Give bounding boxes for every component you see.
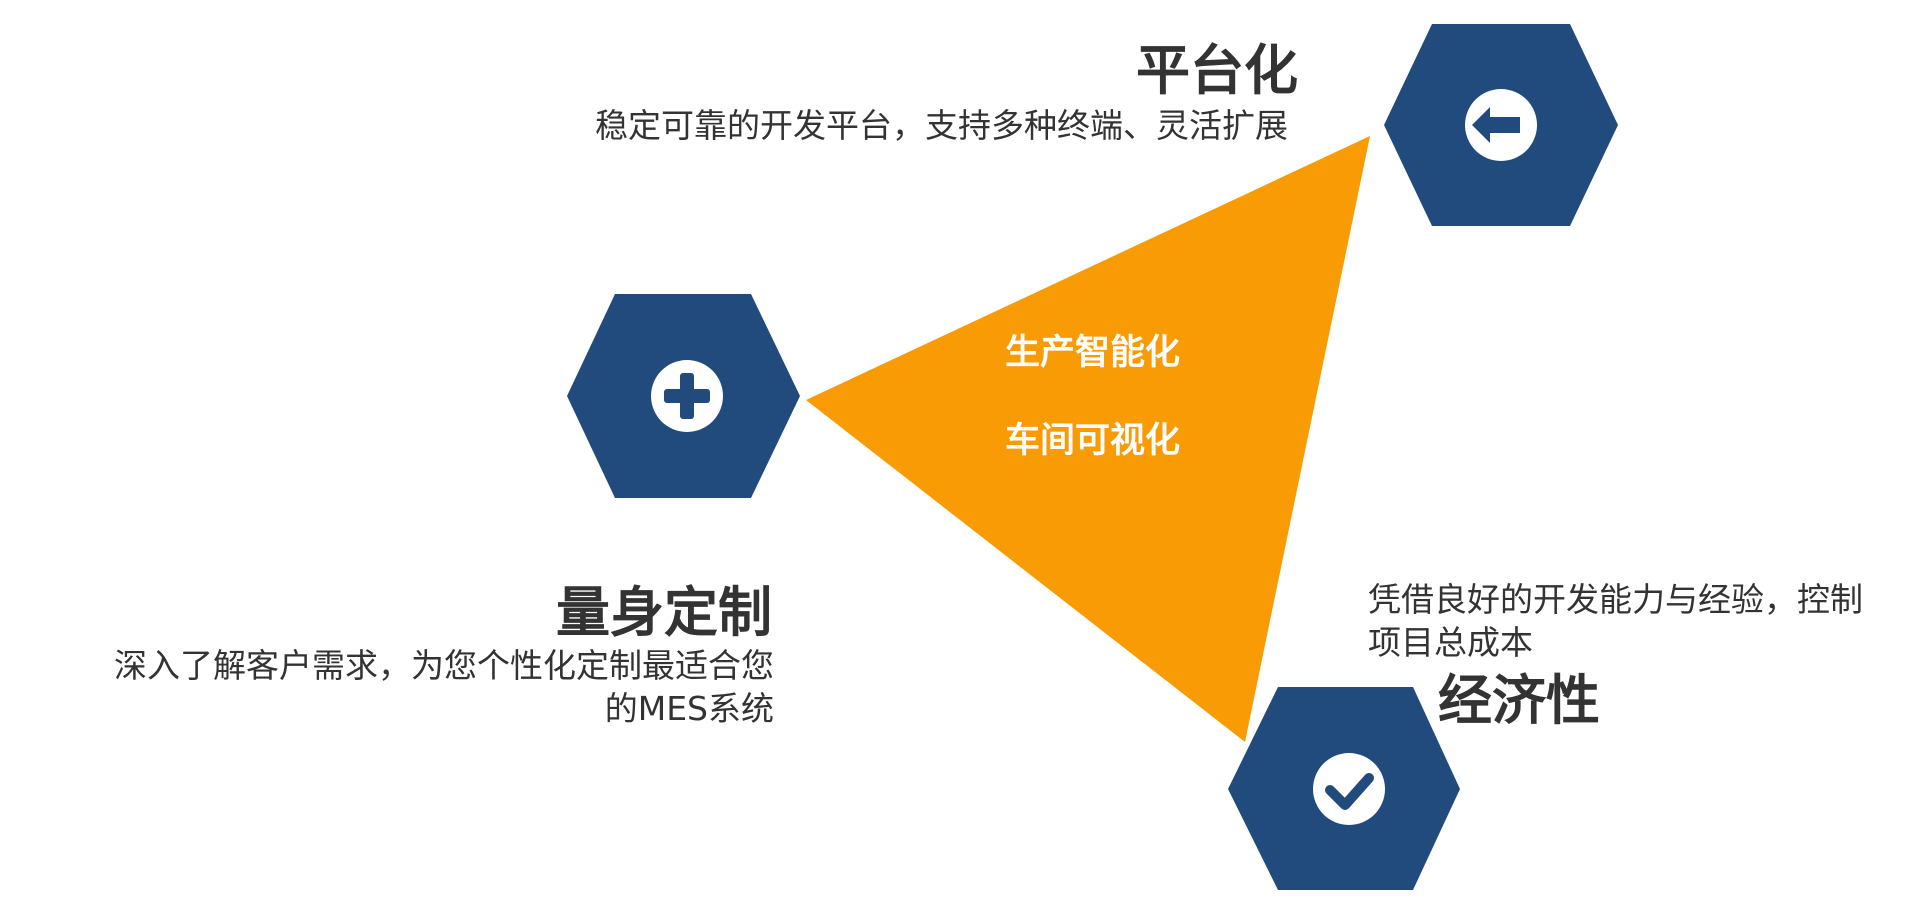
platform-description: 稳定可靠的开发平台，支持多种终端、灵活扩展 (595, 106, 1288, 145)
center-triangle (806, 136, 1370, 742)
hexagon-economy (1228, 687, 1460, 890)
center-label-workshop: 车间可视化 (1005, 421, 1181, 461)
custom-title: 量身定制 (556, 581, 772, 644)
center-label-production: 生产智能化 (1005, 333, 1181, 373)
economy-title: 经济性 (1438, 669, 1600, 732)
hexagon-platform (1384, 24, 1618, 226)
custom-description: 深入了解客户需求，为您个性化定制最适合您的MES系统 (114, 646, 774, 728)
check-icon (1313, 753, 1385, 825)
hexagon-custom (567, 294, 800, 498)
economy-description: 凭借良好的开发能力与经验，控制项目总成本 (1368, 580, 1863, 662)
platform-title: 平台化 (1136, 39, 1298, 102)
